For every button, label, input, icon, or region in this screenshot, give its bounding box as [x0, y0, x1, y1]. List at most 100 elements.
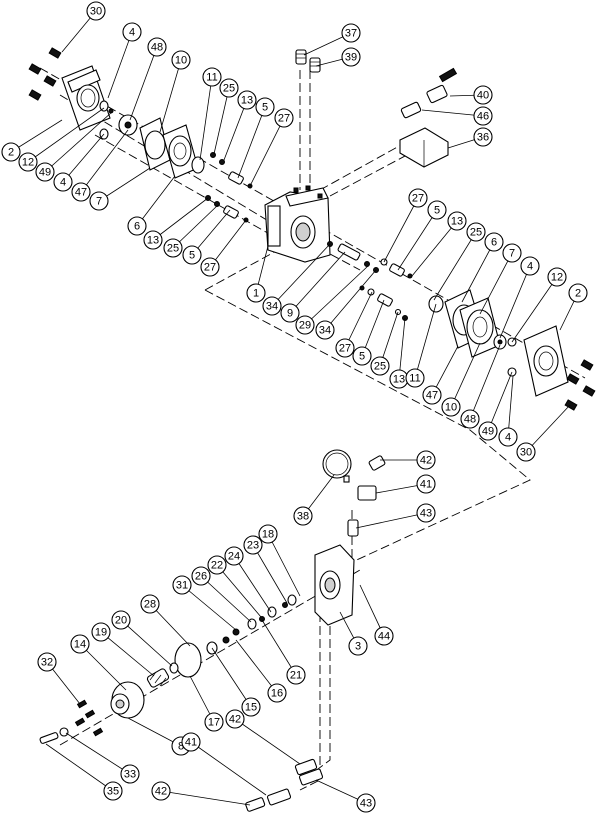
- callout-number: 47: [426, 390, 438, 402]
- callout-number: 27: [412, 193, 424, 205]
- callout-circle: [241, 697, 261, 717]
- callout-circle: [274, 108, 294, 128]
- callout-number: 12: [22, 157, 34, 169]
- part-callout-16: 16: [267, 683, 287, 703]
- callout-circle: [151, 781, 171, 801]
- part-callout-3: 3: [348, 636, 368, 656]
- callout-circle: [1, 142, 21, 162]
- leader-line: [355, 512, 427, 529]
- callout-circle: [181, 732, 201, 752]
- rear-block: [314, 544, 355, 626]
- part-callout-17: 17: [204, 712, 224, 732]
- callout-circle: [89, 191, 109, 211]
- callout-circle: [286, 665, 306, 685]
- right-end-plate: [507, 325, 569, 397]
- callout-number: 49: [39, 167, 51, 179]
- part-callout-35: 35: [103, 781, 123, 801]
- callout-circle: [341, 23, 361, 43]
- callout-number: 30: [520, 447, 532, 459]
- callout-circle: [295, 315, 315, 335]
- adjust-screw: [39, 727, 69, 744]
- part-callout-44: 44: [374, 626, 394, 646]
- part-callout-14: 14: [70, 634, 90, 654]
- part-callout-47: 47: [71, 182, 91, 202]
- part-callout-13: 13: [237, 90, 257, 110]
- callout-number: 13: [147, 235, 159, 247]
- callout-number: 43: [420, 508, 432, 520]
- part-callout-26: 26: [191, 566, 211, 586]
- part-callout-42: 42: [151, 781, 171, 801]
- part-callout-2: 2: [568, 283, 588, 303]
- callout-circle: [460, 409, 480, 429]
- callout-number: 4: [505, 432, 511, 444]
- leader-line: [10, 119, 63, 153]
- part-callout-27: 27: [274, 108, 294, 128]
- leader-line: [136, 175, 176, 227]
- part-callout-11: 11: [202, 67, 222, 87]
- part-callout-41: 41: [416, 474, 436, 494]
- leader-line: [304, 265, 369, 326]
- valve-and-fittings-right-top: [399, 67, 458, 168]
- callout-circle: [341, 47, 361, 67]
- leader-line: [191, 209, 231, 256]
- callout-circle: [204, 712, 224, 732]
- callout-circle: [243, 535, 263, 555]
- part-callout-5: 5: [352, 346, 372, 366]
- leader-line: [235, 639, 278, 694]
- leader-line: [107, 31, 133, 99]
- callout-number: 14: [74, 639, 86, 651]
- callout-number: 25: [167, 243, 179, 255]
- part-callout-40: 40: [473, 85, 493, 105]
- callout-circle: [147, 37, 167, 57]
- part-callout-12: 12: [18, 152, 38, 172]
- part-callout-4: 4: [498, 427, 518, 447]
- callout-circle: [182, 245, 202, 265]
- callout-number: 39: [345, 52, 357, 64]
- leader-line: [511, 276, 558, 343]
- callout-number: 41: [420, 479, 432, 491]
- leader-line: [234, 718, 301, 765]
- callout-circle: [191, 566, 211, 586]
- callout-number: 43: [360, 798, 372, 810]
- callout-circle: [237, 90, 257, 110]
- leader-line: [172, 204, 219, 249]
- leader-line: [120, 619, 173, 667]
- callout-circle: [172, 575, 192, 595]
- callout-circle: [35, 162, 55, 182]
- callout-number: 42: [420, 455, 432, 467]
- callout-circle: [140, 594, 160, 614]
- leader-line: [249, 117, 285, 187]
- left-diaphragm: [118, 114, 138, 136]
- callout-number: 22: [211, 560, 223, 572]
- bonnet: [110, 681, 145, 719]
- part-callout-33: 33: [120, 764, 140, 784]
- left-end-plate: [61, 65, 111, 131]
- callout-circle: [473, 85, 493, 105]
- callout-circle: [267, 683, 287, 703]
- callout-number: 13: [451, 216, 463, 228]
- callout-circle: [280, 303, 300, 323]
- part-callout-46: 46: [473, 106, 493, 126]
- part-callout-38: 38: [293, 506, 313, 526]
- leader-line: [397, 209, 438, 271]
- leader-line: [271, 243, 331, 307]
- callout-number: 6: [491, 237, 497, 249]
- callout-number: 5: [359, 351, 365, 363]
- left-cover-plates: [139, 117, 199, 179]
- part-callout-49: 49: [35, 162, 55, 182]
- leader-line: [414, 303, 437, 379]
- callout-number: 46: [477, 111, 489, 123]
- callout-circle: [484, 232, 504, 252]
- part-callout-28: 28: [140, 594, 160, 614]
- callout-number: 18: [262, 529, 274, 541]
- part-callout-9: 9: [280, 303, 300, 323]
- callout-circle: [498, 427, 518, 447]
- callout-circle: [171, 50, 191, 70]
- callout-circle: [405, 368, 425, 388]
- leader-line: [383, 197, 419, 263]
- callout-number: 11: [206, 72, 217, 84]
- callout-number: 29: [299, 320, 311, 332]
- part-callout-7: 7: [502, 243, 522, 263]
- part-callout-27: 27: [408, 188, 428, 208]
- callout-number: 5: [262, 102, 268, 114]
